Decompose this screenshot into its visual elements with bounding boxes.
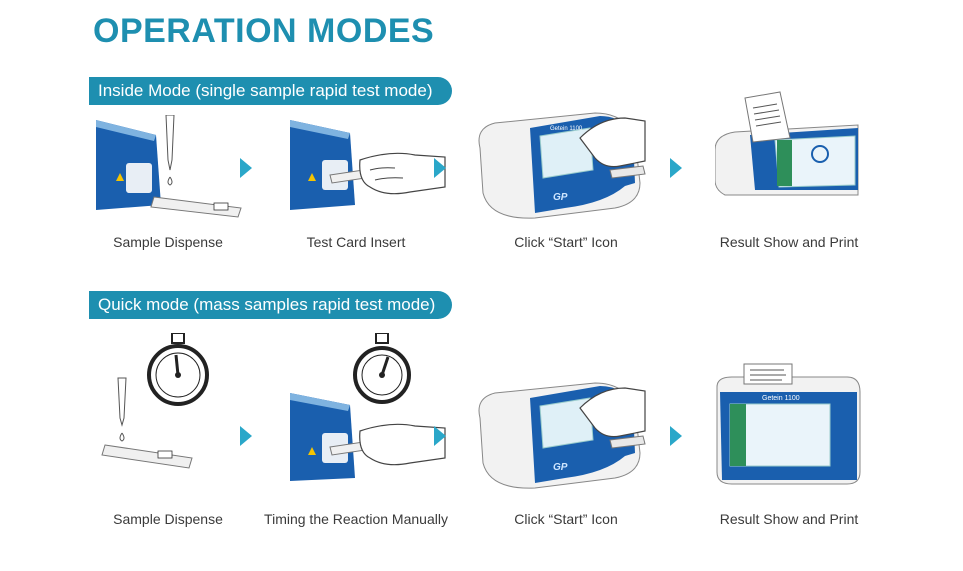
printer-result-icon	[715, 91, 859, 196]
arrow-right-icon	[240, 426, 252, 446]
device-brand-label: GP	[553, 462, 568, 473]
step-timing-reaction	[290, 333, 450, 483]
step-caption: Timing the Reaction Manually	[264, 511, 448, 527]
step-caption: Result Show and Print	[719, 234, 859, 250]
arrow-right-icon	[240, 158, 252, 178]
device-screen-label: Getein 1100	[550, 126, 583, 132]
hand-touchscreen-icon: GP	[478, 382, 646, 489]
step-caption: Result Show and Print	[719, 511, 859, 527]
pipette-test-card-icon	[96, 115, 242, 218]
step-test-card-insert	[290, 115, 450, 225]
step-caption: Test Card Insert	[306, 234, 406, 250]
step-click-start: Getein 1100 GP	[475, 108, 646, 223]
device-screen-label: Getein 1100	[762, 395, 800, 402]
step-caption: Click “Start” Icon	[514, 234, 618, 250]
hand-touchscreen-icon: Getein 1100 GP	[478, 112, 646, 219]
step-caption: Click “Start” Icon	[514, 511, 618, 527]
step-click-start-quick: GP	[475, 378, 646, 493]
page-title: OPERATION MODES	[93, 12, 435, 50]
arrow-right-icon	[670, 426, 682, 446]
analyzer-device-icon: Getein 1100	[716, 363, 861, 485]
quick-mode-banner: Quick mode (mass samples rapid test mode…	[89, 291, 452, 319]
step-result-print-quick: Getein 1100	[712, 362, 872, 490]
stopwatch-insert-card-icon	[290, 333, 446, 481]
arrow-right-icon	[670, 158, 682, 178]
step-result-print	[715, 90, 875, 200]
step-caption: Sample Dispense	[113, 511, 223, 527]
stopwatch-pipette-icon	[101, 333, 209, 469]
arrow-right-icon	[434, 426, 446, 446]
inside-mode-banner: Inside Mode (single sample rapid test mo…	[89, 77, 452, 105]
step-sample-dispense-quick	[100, 333, 260, 483]
hand-insert-card-icon	[290, 120, 446, 210]
arrow-right-icon	[434, 158, 446, 178]
device-brand-label: GP	[553, 192, 568, 203]
step-sample-dispense	[96, 115, 256, 225]
step-caption: Sample Dispense	[113, 234, 223, 250]
